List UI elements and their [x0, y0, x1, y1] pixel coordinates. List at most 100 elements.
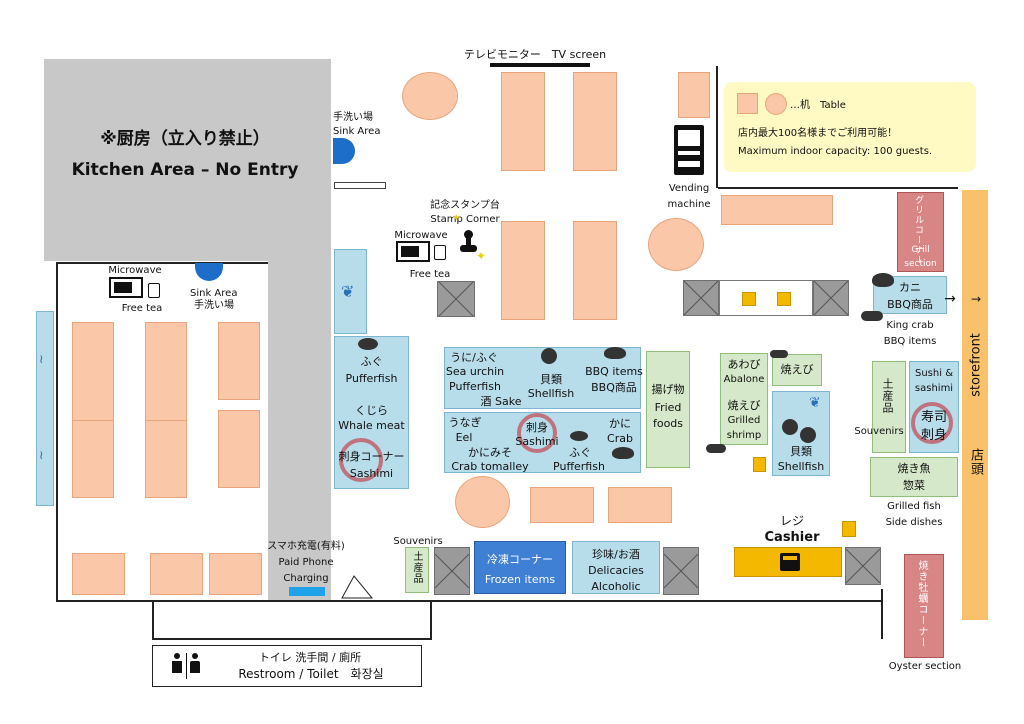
grilled-shrimp-jp: 焼えび [727, 399, 761, 412]
storefront-jp: 店頭 [968, 448, 983, 476]
crab-icon [612, 447, 634, 459]
storefront-en: storefront [968, 333, 984, 397]
storefront-arrow: → [944, 291, 956, 307]
vending-machine-icon [674, 125, 704, 175]
grill-en1: Grill [911, 245, 930, 255]
tomalley-en: Crab tomalley [451, 460, 529, 473]
pillar [845, 547, 881, 585]
sushi-jp2: 刺身 [920, 428, 947, 443]
crab-bbq-en1: King crab [886, 320, 934, 331]
table [721, 195, 833, 225]
pillar [663, 547, 699, 595]
round-table [402, 72, 458, 120]
grilled-shrimp-right-jp: 焼えび [780, 363, 814, 376]
kitchen-title-en: Kitchen Area – No Entry [71, 160, 299, 180]
shrimp-icon [861, 311, 883, 321]
center-crab-jp: かに [609, 417, 631, 430]
table [145, 420, 187, 498]
legend-table-round [765, 93, 787, 115]
fried-foods-counter [646, 351, 690, 468]
stamp-icon [458, 230, 478, 254]
wall-left [56, 262, 58, 602]
eel-en: Eel [455, 431, 473, 444]
sink-counter [334, 182, 386, 189]
delicacies-en1: Delicacies [588, 564, 644, 577]
microwave-left-label: Microwave [108, 265, 162, 276]
grill-en2: section [904, 259, 937, 269]
shrimp-icon [770, 350, 788, 358]
sashimi-ring-icon [517, 413, 557, 453]
table [501, 72, 545, 171]
tomalley-jp: かにみそ [468, 446, 512, 459]
table [530, 487, 594, 523]
wall-oyster-right [881, 589, 883, 639]
vending-line2: machine [667, 199, 711, 210]
free-tea-center: Free tea [409, 269, 451, 280]
legend-table-square [737, 93, 758, 114]
pillar [813, 280, 849, 316]
souvenir-right-en: Souvenirs [854, 426, 904, 437]
abalone-jp: あわび [727, 358, 761, 371]
kitchen-title-jp: ※厨房（立入り禁止） [100, 129, 270, 149]
center-sashimi-jp: 刺身 [526, 421, 548, 434]
fugu-en: Pufferfish [345, 372, 398, 385]
sashimi-ring-icon [339, 438, 383, 482]
sink-left-jp: 手洗い場 [194, 300, 234, 311]
abalone-counter [720, 353, 768, 445]
delicacies-en2: Alcoholic [591, 580, 641, 593]
storefront-arrow: → [970, 292, 982, 306]
fried-en2: foods [652, 417, 684, 430]
sake-label: 酒 Sake [480, 395, 522, 408]
center-sashimi-en: Sashimi [515, 435, 559, 448]
fried-jp: 揚げ物 [651, 383, 685, 396]
stool [753, 457, 766, 472]
pillar [437, 281, 475, 317]
stool [777, 292, 791, 306]
sink-left-icon [195, 263, 223, 281]
storefront-label: storefront [967, 290, 985, 440]
grill-jp: グリルコーナー [913, 195, 923, 265]
center-a-en2: Pufferfish [449, 380, 501, 393]
shellfish-right-jp: 貝類 [790, 445, 812, 458]
crab-bbq-jp2: BBQ商品 [887, 298, 933, 311]
sparkle-icon: ✦ [476, 249, 487, 263]
crab-bbq-jp1: カニ [899, 281, 921, 294]
abalone-en: Abalone [723, 374, 765, 385]
stool-bar [719, 280, 813, 316]
souvenir-bottom-counter [405, 547, 429, 593]
frozen-jp: 冷凍コーナー [487, 553, 553, 566]
fish-icon: ≀ [39, 448, 44, 462]
restroom-line2: Restroom / Toilet 화장실 [238, 667, 384, 681]
grilled-fish-jp2: 惣菜 [903, 479, 925, 492]
crab-bbq-en2: BBQ items [883, 336, 937, 347]
pillar [434, 547, 470, 595]
eel-jp: うなぎ [448, 416, 482, 429]
wall-left-top [56, 262, 268, 264]
stool [842, 521, 856, 537]
pillar [683, 280, 719, 316]
table [72, 553, 125, 595]
fish-icon: ❦ [809, 395, 821, 411]
grilled-shrimp-en1: Grilled [727, 415, 761, 426]
legend-capacity-jp: 店内最大100名様までご利用可能！ [738, 128, 898, 139]
center-crab-en: Crab [607, 432, 633, 445]
shellfish-icon [800, 427, 816, 443]
table [678, 72, 710, 118]
microwave-left-icon [109, 277, 143, 298]
sashimi-corner-jp: 刺身コーナー [338, 450, 405, 463]
left-wall-counter [36, 311, 54, 506]
table [145, 322, 187, 421]
stool [742, 292, 756, 306]
table [218, 322, 260, 400]
center-fugu-en: Pufferfish [553, 460, 605, 473]
tea-left-icon [148, 283, 160, 298]
sashimi-corner-en: Sashimi [349, 467, 394, 480]
pufferfish-icon [358, 338, 378, 350]
bbq-items-jp: BBQ商品 [591, 381, 637, 394]
cashier-jp: レジ [779, 514, 804, 528]
table [608, 487, 672, 523]
wall-top-divider [716, 66, 718, 188]
souvenir-right-counter [872, 361, 906, 453]
table [501, 221, 545, 320]
legend-capacity-en: Maximum indoor capacity: 100 guests. [738, 146, 933, 157]
